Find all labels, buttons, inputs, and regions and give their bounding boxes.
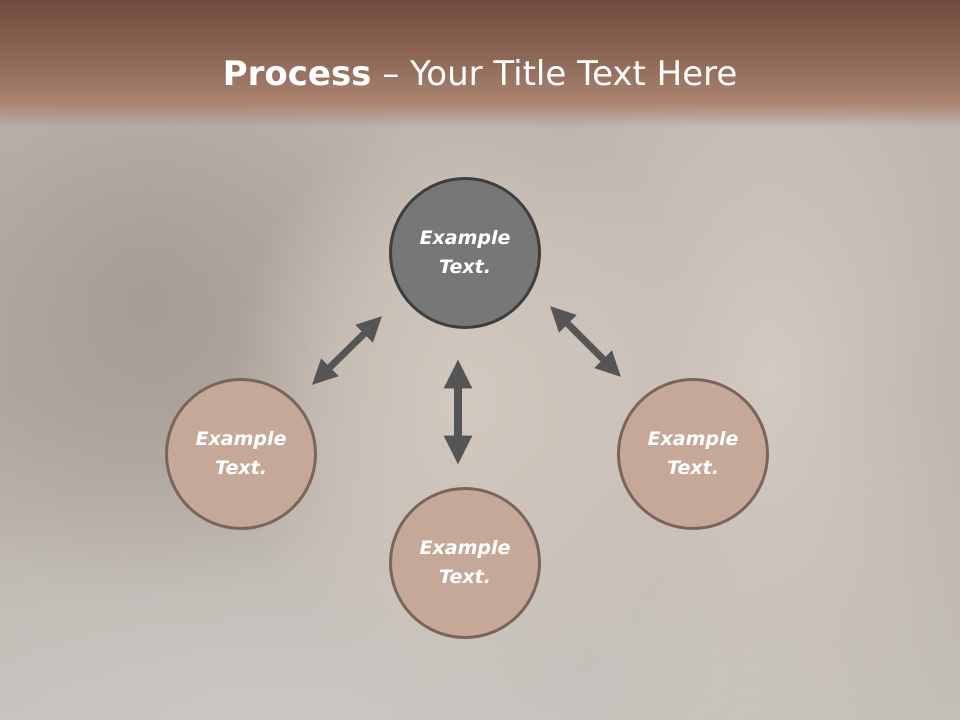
process-node-bottom[interactable]: Example Text. <box>389 487 541 639</box>
title-rest-part: – Your Title Text Here <box>371 54 738 94</box>
process-node-right[interactable]: Example Text. <box>617 378 769 530</box>
node-label: Example Text. <box>419 227 511 278</box>
node-label: Example Text. <box>419 537 511 588</box>
process-node-left[interactable]: Example Text. <box>165 378 317 530</box>
node-label: Example Text. <box>195 428 287 479</box>
title-band <box>0 0 960 128</box>
slide-title: Process – Your Title Text Here <box>0 52 960 96</box>
title-bold-part: Process <box>222 54 372 94</box>
node-label: Example Text. <box>647 428 739 479</box>
process-node-top[interactable]: Example Text. <box>389 177 541 329</box>
